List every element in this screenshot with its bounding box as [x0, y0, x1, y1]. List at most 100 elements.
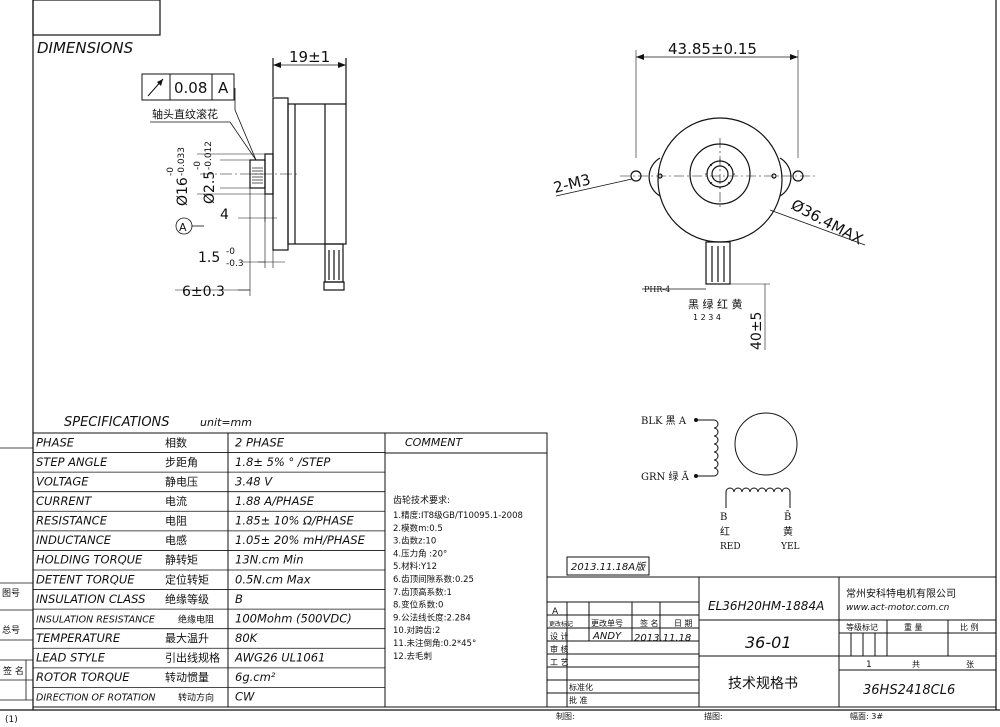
gear-line: 11.未注倒角:0.2*45° [393, 638, 476, 649]
spec-name: HOLDING TORQUE [36, 553, 143, 567]
total-label: 共 [912, 660, 920, 669]
grade-label: 等级标记 [846, 622, 878, 632]
spec-name-cn: 静电压 [165, 474, 198, 488]
svg-text:-0.3: -0.3 [226, 259, 244, 269]
margin-label-3: 签 名 [3, 665, 24, 677]
spec-name: CURRENT [36, 494, 92, 508]
spec-name-cn: 转动惯量 [165, 670, 209, 684]
version-stamp: 2013.11.18A版 [571, 561, 647, 573]
sheet-label: 张 [966, 660, 974, 669]
spec-value: B [235, 592, 243, 606]
label-blk: BLK 黑 A [641, 415, 687, 427]
spec-name: DIRECTION OF ROTATION [36, 693, 156, 704]
spec-value: AWG26 UL1061 [234, 651, 325, 665]
drawn-label: 制图: [556, 711, 575, 721]
company-web: www.act-motor.com.cn [846, 603, 950, 613]
svg-text:Ø2.5: Ø2.5 [202, 171, 218, 204]
svg-text:-0.033: -0.033 [177, 147, 187, 176]
runout-arrow-icon [147, 78, 164, 97]
dia25-label: Ø2.5 -0 -0.012 [193, 141, 218, 204]
gear-line: 12.去毛刺 [393, 651, 432, 662]
gear-line: 6.齿顶间隙系数:0.25 [393, 574, 474, 585]
gear-line: 5.材料:Y12 [393, 561, 437, 572]
gear-line: 4.压力角 :20° [393, 548, 447, 559]
spec-value: CW [235, 690, 255, 704]
svg-text:1.5: 1.5 [198, 250, 220, 266]
shaft-length-dim: 19±1 [289, 48, 330, 66]
dim-6: 6±0.3 [182, 284, 225, 300]
dim-4: 4 [220, 207, 229, 223]
runout-datum: A [218, 79, 229, 97]
runout-frame: 0.08 A [141, 73, 235, 101]
rev-a: A [552, 607, 559, 617]
svg-text:-0: -0 [166, 167, 176, 176]
gear-line: 7.齿顶高系数:1 [393, 587, 452, 598]
label-grn: GRN 绿 Ā [641, 470, 690, 483]
spec-value: 100Mohm (500VDC) [235, 611, 352, 625]
spec-name-cn: 最大温升 [165, 631, 209, 645]
label-yel-cn: 黄 [783, 525, 793, 538]
doc-title: 技术规格书 [728, 676, 798, 692]
spec-value: 1.8± 5% ° /STEP [235, 455, 330, 469]
front-view [150, 58, 347, 296]
spec-name-cn: 绝缘电阻 [178, 613, 214, 625]
traced-label: 描图: [704, 711, 723, 721]
comment-header: COMMENT [405, 436, 463, 449]
label-red-en: RED [720, 542, 741, 552]
runout-value: 0.08 [174, 79, 207, 97]
spec-name: ROTOR TORQUE [36, 670, 130, 684]
weight-label: 重 量 [904, 622, 923, 632]
width-dim: 43.85±0.15 [668, 40, 757, 58]
company-name: 常州安科特电机有限公司 [846, 587, 956, 600]
dia16-label: Ø16 -0 -0.033 [166, 147, 191, 206]
spec-value: 1.88 A/PHASE [235, 494, 315, 508]
rev-label: 更改标记 [549, 620, 573, 628]
gear-line: 10.对跨齿:2 [393, 625, 440, 636]
page-number: (1) [5, 715, 18, 725]
wiring-schematic [694, 412, 798, 508]
side-view [555, 50, 866, 350]
lead-length: 40±5 [749, 312, 765, 350]
spec-name: INDUCTANCE [36, 533, 112, 547]
margin-label-2: 总号 [2, 624, 20, 636]
title-block-grid [546, 556, 997, 708]
outer-dia: Ø36.4MAX [788, 196, 866, 249]
connector-label: PHR-4 [644, 285, 670, 294]
part-number: 36HS2418CL6 [863, 683, 955, 698]
spec-name-cn: 电阻 [165, 515, 187, 528]
gear-requirements: 1.精度:IT8级GB/T10095.1-20082.模数m:0.53.齿数z:… [393, 510, 523, 662]
left-margin: 图号 总号 签 名 (1) [0, 447, 33, 725]
spec-name-cn: 定位转矩 [165, 572, 209, 586]
spec-value: 0.5N.cm Max [235, 572, 311, 586]
spec-name-cn: 静转矩 [165, 553, 198, 567]
spec-name: INSULATION CLASS [36, 592, 145, 606]
spec-name: LEAD STYLE [36, 651, 106, 665]
spec-name: TEMPERATURE [36, 631, 121, 645]
wire-colors: 黑 绿 红 黄 [688, 297, 743, 311]
svg-text:Ø16: Ø16 [175, 177, 191, 206]
datum-a: A [179, 221, 187, 234]
label-b-bar: B̄ [784, 511, 791, 523]
wire-numbers: 1 2 3 4 [693, 313, 721, 322]
gear-line: 1.精度:IT8级GB/T10095.1-2008 [393, 510, 523, 521]
page-title: DIMENSIONS [37, 39, 134, 57]
spec-value: 13N.cm Min [235, 553, 303, 567]
spec-name: PHASE [36, 435, 75, 449]
label-yel-en: YEL [780, 542, 800, 552]
sheet-count: 1 [866, 660, 872, 670]
doc-number: 36-01 [745, 633, 792, 652]
design-date: 2013.11.18 [634, 633, 691, 644]
check-label: 审 核 [550, 644, 569, 654]
spec-name: VOLTAGE [36, 474, 89, 488]
specs-unit: unit=mm [200, 416, 252, 429]
knurl-hatch [252, 167, 263, 184]
dim-1-5: 1.5 -0 -0.3 [198, 247, 244, 269]
label-b: B [720, 512, 727, 523]
approve-label: 批 准 [569, 695, 588, 705]
scale-label: 比 例 [960, 622, 979, 632]
spec-name-cn: 绝缘等级 [165, 592, 209, 606]
holes-note: 2-M3 [552, 170, 593, 197]
rev-doc: 更改单号 [591, 618, 623, 628]
